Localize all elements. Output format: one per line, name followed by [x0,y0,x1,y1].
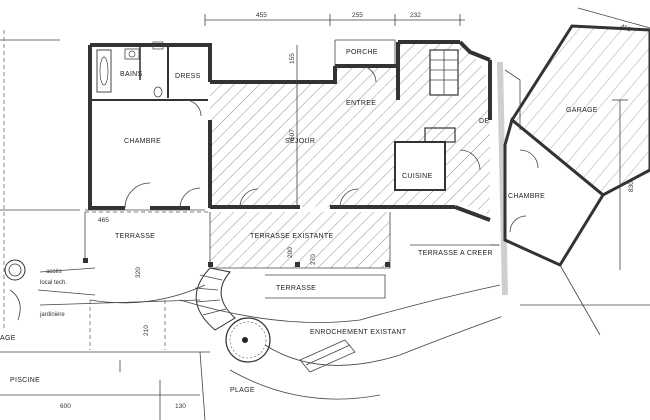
label-terrasse-left: TERRASSE [115,233,155,240]
dim-200: 200 [287,247,294,258]
right-plan-sheet [497,0,650,420]
dim-507: 507 [289,129,296,140]
room-chambre-right: CHAMBRE [508,193,545,200]
label-enrochement: ENROCHEMENT EXISTANT [310,329,407,336]
label-terrasse-existante: TERRASSE EXISTANTE [250,233,333,240]
label-terrasse-lower: TERRASSE [276,285,316,292]
room-entree: ENTREE [346,100,376,107]
room-bains: BAINS [120,71,143,78]
note-labels: accès local tech. jardinière [39,269,67,318]
dim-155: 155 [289,53,296,64]
dim-255: 255 [352,12,363,19]
label-plage: PLAGE [230,387,255,394]
label-age: AGE [0,335,16,342]
room-de: DE [479,118,489,125]
dim-450: 450 [619,23,632,33]
main-plan-sheet [0,14,521,420]
room-porche: PORCHE [346,49,378,56]
note-jardiniere: jardinière [39,312,65,318]
room-chambre-left: CHAMBRE [124,138,161,145]
dim-232: 232 [410,12,421,19]
dim-130: 130 [175,403,186,410]
room-labels: BAINS DRESS CHAMBRE PORCHE ENTREE SEJOUR… [0,49,598,394]
room-cuisine: CUISINE [402,173,433,180]
label-piscine: PISCINE [10,377,40,384]
dim-270: 270 [310,254,317,265]
room-garage: GARAGE [566,107,598,114]
dim-210: 210 [143,325,150,336]
note-acces: accès [46,269,62,275]
room-sejour: SEJOUR [285,138,315,145]
dim-830: 830 [628,181,635,192]
dim-600: 600 [60,403,71,410]
note-local-tech: local tech. [40,280,67,286]
label-terrasse-a-creer: TERRASSE A CREER [418,250,493,257]
room-dress: DRESS [175,73,201,80]
dimension-labels: 455 255 232 450 155 507 830 465 200 270 … [60,12,635,410]
dim-320: 320 [135,267,142,278]
dim-465: 465 [98,217,109,224]
dim-455: 455 [256,12,267,19]
